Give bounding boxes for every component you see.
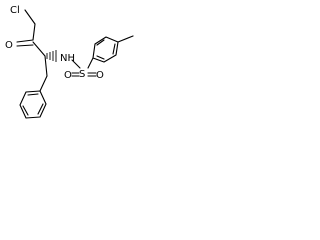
- hashed-wedge-bond-chiral-nh: [46, 50, 57, 62]
- tolyl-ring: [92, 36, 119, 63]
- atom-carbonyl-oxygen: O: [5, 40, 13, 51]
- bond-nh-sulfur: [71, 59, 81, 69]
- atom-chlorine: Cl: [10, 5, 20, 16]
- atom-amide-nh: NH: [60, 53, 75, 64]
- bond-carbonyl-oxygen-2: [16, 44, 34, 47]
- atom-sulfur: S: [79, 69, 85, 80]
- atom-sulfonyl-oxygen-left: O: [64, 70, 72, 81]
- bond-chiral-benzyl-ch2: [44, 55, 48, 77]
- atom-sulfonyl-oxygen-right: O: [96, 70, 104, 81]
- chemical-structure: Cl O NH S O O: [5, 5, 134, 119]
- bond-carbonyl-chiral: [32, 41, 46, 57]
- phenyl-ring: [19, 90, 47, 119]
- bond-ring-methyl: [117, 35, 134, 43]
- bond-sulfur-tolyl-ring: [87, 57, 94, 69]
- bond-chlorine-ch2: [24, 9, 36, 25]
- bond-benzyl-ch2-ring: [39, 75, 48, 92]
- bond-carbonyl-oxygen-1: [16, 39, 34, 43]
- bond-ch2-carbonyl: [32, 23, 36, 41]
